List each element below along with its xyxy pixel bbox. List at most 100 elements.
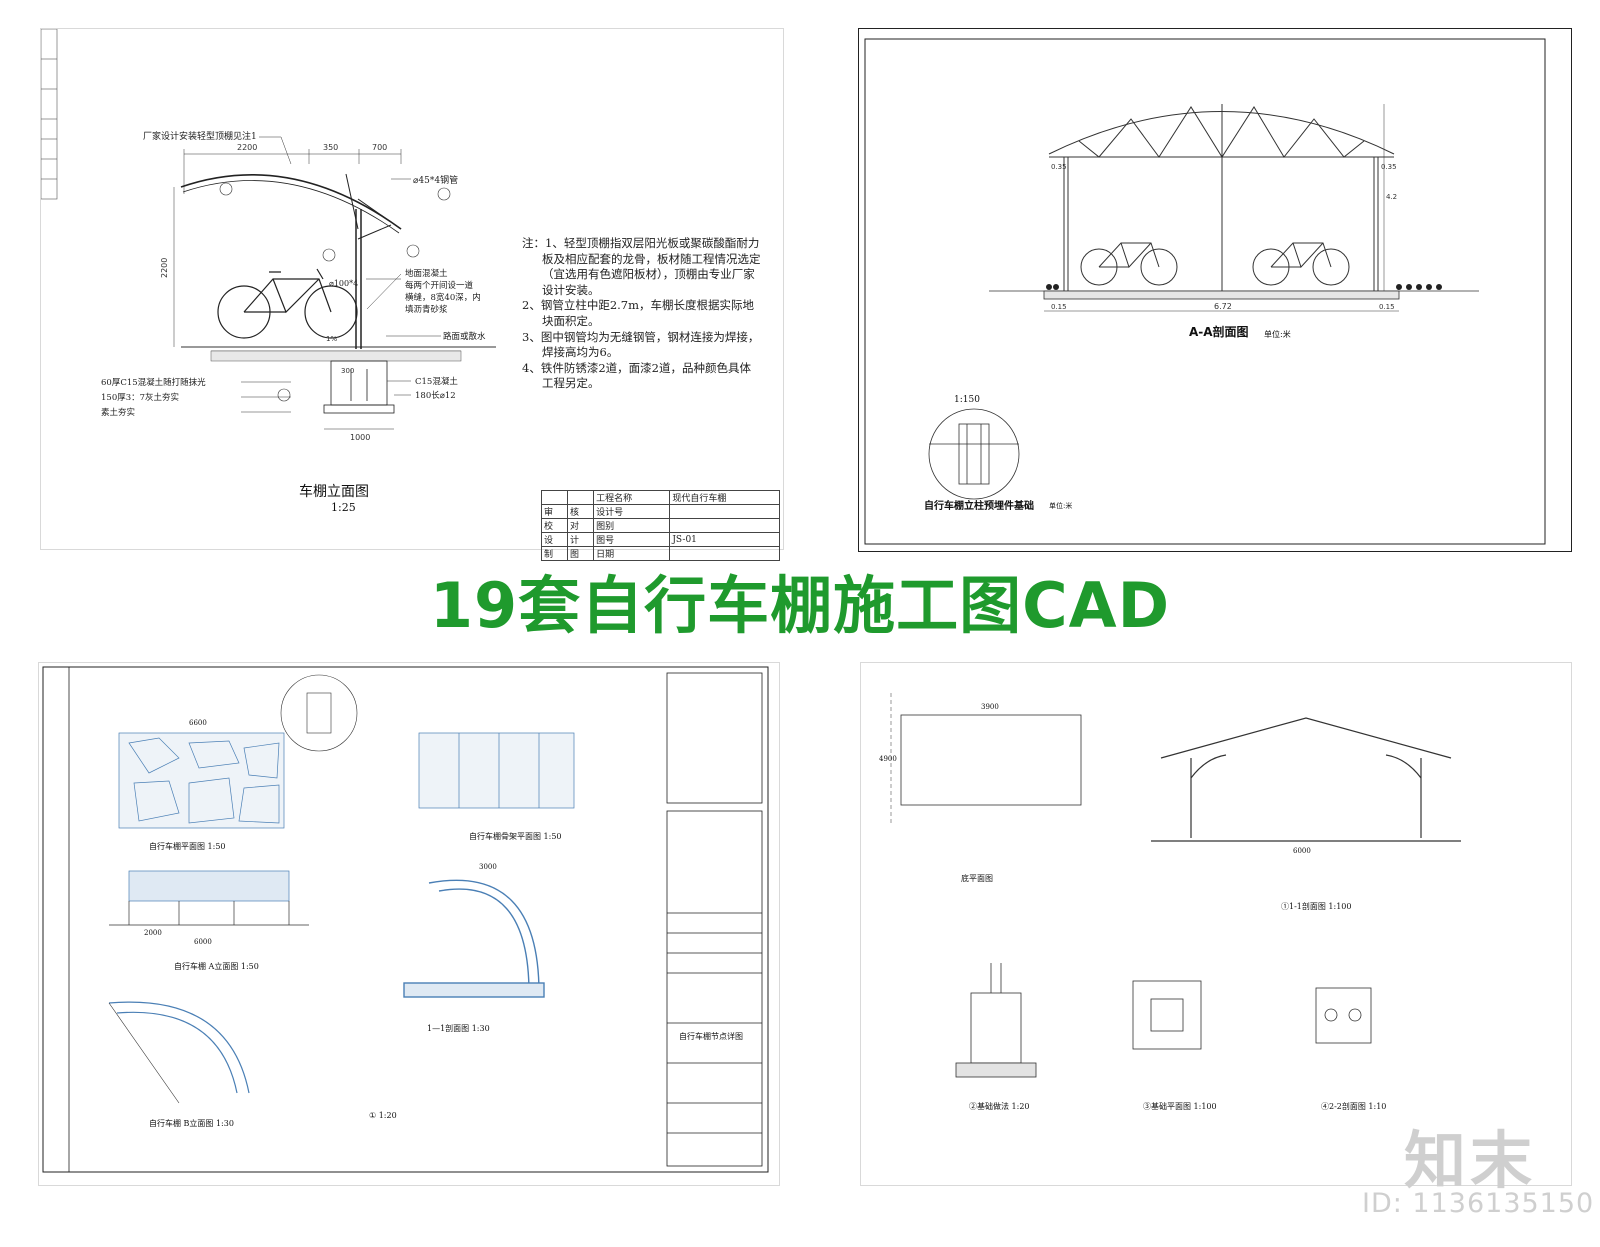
elevation-drawing: 2200 350 700 2200 1000 300 1%: [41, 29, 496, 442]
elevation-title: 车棚立面图: [299, 484, 369, 500]
tb-row1-c: 设计号: [593, 504, 671, 519]
base-plan: [890, 693, 1082, 823]
node-dim-3000: 3000: [479, 863, 497, 871]
tb-row2-a: 校: [540, 518, 569, 533]
dim-1000: 1000: [350, 433, 370, 442]
callout-rebar: 180长⌀12: [415, 391, 456, 401]
tb-row2-d: [669, 518, 780, 533]
callout-ground-note1: 每两个开间设一道: [405, 281, 474, 291]
callout-pipe100: ⌀100*4: [329, 279, 359, 288]
elevation-scale: 1:25: [331, 501, 356, 514]
tb-row1-b: 核: [567, 504, 595, 519]
slope-label: 1%: [326, 335, 337, 343]
right-title-frame: [666, 672, 763, 1167]
section-1-1-title: ①1-1剖面图 1:100: [1281, 902, 1352, 911]
sheet-node-details: 自行车棚平面图 1:50 自行车棚 A立面图 1:50 自行车棚 B立面图 1:…: [38, 662, 780, 1186]
sections-dim-4900: 4900: [879, 755, 897, 763]
tb-row3-c: 图号: [593, 532, 671, 547]
frame-plan: [418, 732, 575, 809]
detail-title: 自行车棚立柱预埋件基础: [924, 501, 1034, 512]
note-3: 3、图中钢管均为无缝钢管，钢材连接为焊接，焊接高均为6。: [522, 329, 760, 360]
callout-layer1: 60厚C15混凝土随打随抹光: [101, 378, 206, 388]
roof-truss: [1048, 104, 1395, 158]
project-value: 现代自行车棚: [669, 490, 780, 505]
sheet-bike-shed-elevation: 2200 350 700 2200 1000 300 1% 厂家设计安装轻型顶棚…: [40, 28, 784, 550]
foundation-method: [955, 963, 1037, 1078]
node-frame-plan-title: 自行车棚骨架平面图 1:50: [469, 832, 562, 841]
section-dim-lines: [1044, 104, 1399, 312]
resource-id: ID: 1136135150: [1362, 1188, 1595, 1219]
tb-row2-c: 图别: [593, 518, 671, 533]
shrubs: [1046, 284, 1442, 290]
elevation-a: [109, 870, 309, 926]
sections-dim-3900: 3900: [981, 703, 999, 711]
dim-0-15-right: 0.15: [1379, 303, 1395, 311]
base-plan-title: 底平面图: [961, 874, 993, 883]
dimension-lines: [173, 149, 402, 430]
project-label: 工程名称: [593, 490, 671, 505]
left-title-strip: [41, 29, 58, 200]
foundation-method-title: ②基础做法 1:20: [969, 1102, 1030, 1111]
roof-canopy: [180, 173, 402, 240]
brand-logo: 知末: [1404, 1124, 1537, 1197]
section-drawing: 6.72 0.15 0.15 4.2 0.35 0.35: [864, 38, 1546, 545]
callout-pipe45: ⌀45*4钢管: [413, 176, 459, 186]
sheet-aa-section: 6.72 0.15 0.15 4.2 0.35 0.35 A-A剖面图 单位:米…: [858, 28, 1572, 552]
dim-350: 350: [323, 143, 338, 152]
foundation-plan: [1132, 980, 1202, 1050]
node-drawing: [42, 666, 769, 1173]
dim-height-2200: 2200: [160, 258, 169, 278]
section-unit: 单位:米: [1264, 330, 1291, 339]
section-bicycle-left: [1080, 242, 1178, 286]
detail-markers: [219, 182, 451, 402]
title-block: 工程名称 现代自行车棚 审 核 设计号 校 对 图别 设 计 图号 JS-01 …: [540, 490, 780, 561]
foundation-detail: [928, 408, 1020, 500]
foundation-plan-title: ③基础平面图 1:100: [1143, 1102, 1217, 1111]
node-sheet-name: 自行车棚节点详图: [679, 1032, 743, 1041]
dim-6-72: 6.72: [1214, 302, 1232, 311]
note-2: 2、钢管立柱中距2.7m，车棚长度根据实际地块面积定。: [522, 298, 755, 328]
dim-300: 300: [341, 367, 354, 375]
tb-row3-b: 计: [567, 532, 595, 547]
design-notes: 注：1、轻型顶棚指双层阳光板或聚碳酸酯耐力板及相应配套的龙骨，板材随工程情况选定…: [522, 236, 762, 392]
section-1-1: [403, 879, 545, 998]
tb-row4-c: 日期: [593, 546, 671, 561]
callout-leaders: [241, 136, 441, 413]
detail-circle: [280, 674, 358, 752]
callout-road: 路面或散水: [443, 332, 486, 342]
callout-roof: 厂家设计安装轻型顶棚见注1: [143, 132, 257, 142]
callout-c15: C15混凝土: [415, 377, 458, 387]
tb-row1-a: 审: [540, 504, 569, 519]
tb-row4-d: [669, 546, 780, 561]
banner-title: 19套自行车棚施工图CAD: [429, 569, 1171, 642]
tb-row3-d: JS-01: [669, 532, 780, 547]
dim-0-15-left: 0.15: [1051, 303, 1067, 311]
dim-4-2: 4.2: [1386, 193, 1397, 201]
node-section-title: 1—1剖面图 1:30: [427, 1024, 490, 1033]
dim-700: 700: [372, 143, 387, 152]
callout-layer2: 150厚3：7灰土夯实: [101, 393, 180, 403]
elevation-b: [108, 1001, 250, 1104]
sheet-sections: 底平面图 ①1-1剖面图 1:100 ②基础做法 1:20 ③基础平面图 1:1…: [860, 662, 1572, 1186]
detail-scale: 1:150: [954, 395, 980, 405]
section-2-2-title: ④2-2剖面图 1:10: [1321, 1102, 1387, 1111]
node-elev-a-title: 自行车棚 A立面图 1:50: [174, 962, 259, 971]
section-1-1-roof: [1151, 717, 1461, 842]
callout-ground-note3: 填沥青砂浆: [405, 305, 448, 315]
node-detail-title: ① 1:20: [369, 1111, 397, 1120]
sections-drawing: [890, 693, 1461, 1078]
paving-plan: [118, 732, 285, 829]
dim-2200: 2200: [237, 143, 257, 152]
note-4: 4、铁件防锈漆2道，面漆2道，品种颜色具体工程另定。: [522, 360, 751, 391]
node-elev-b-title: 自行车棚 B立面图 1:30: [149, 1119, 234, 1128]
node-plan-title: 自行车棚平面图 1:50: [149, 842, 226, 851]
ground-slab: [181, 346, 496, 362]
dimension-texts: 2200 350 700 2200 1000 300 1%: [160, 143, 387, 442]
tb-row4-a: 制: [540, 546, 569, 561]
section-columns: [1063, 157, 1379, 291]
note-1: 注：1、轻型顶棚指双层阳光板或聚碳酸酯耐力板及相应配套的龙骨，板材随工程情况选定…: [522, 236, 761, 297]
node-dim-6600: 6600: [189, 719, 207, 727]
detail-unit: 单位:米: [1049, 502, 1073, 510]
section-bicycle-right: [1252, 242, 1350, 286]
section-title: A-A剖面图: [1189, 325, 1249, 339]
